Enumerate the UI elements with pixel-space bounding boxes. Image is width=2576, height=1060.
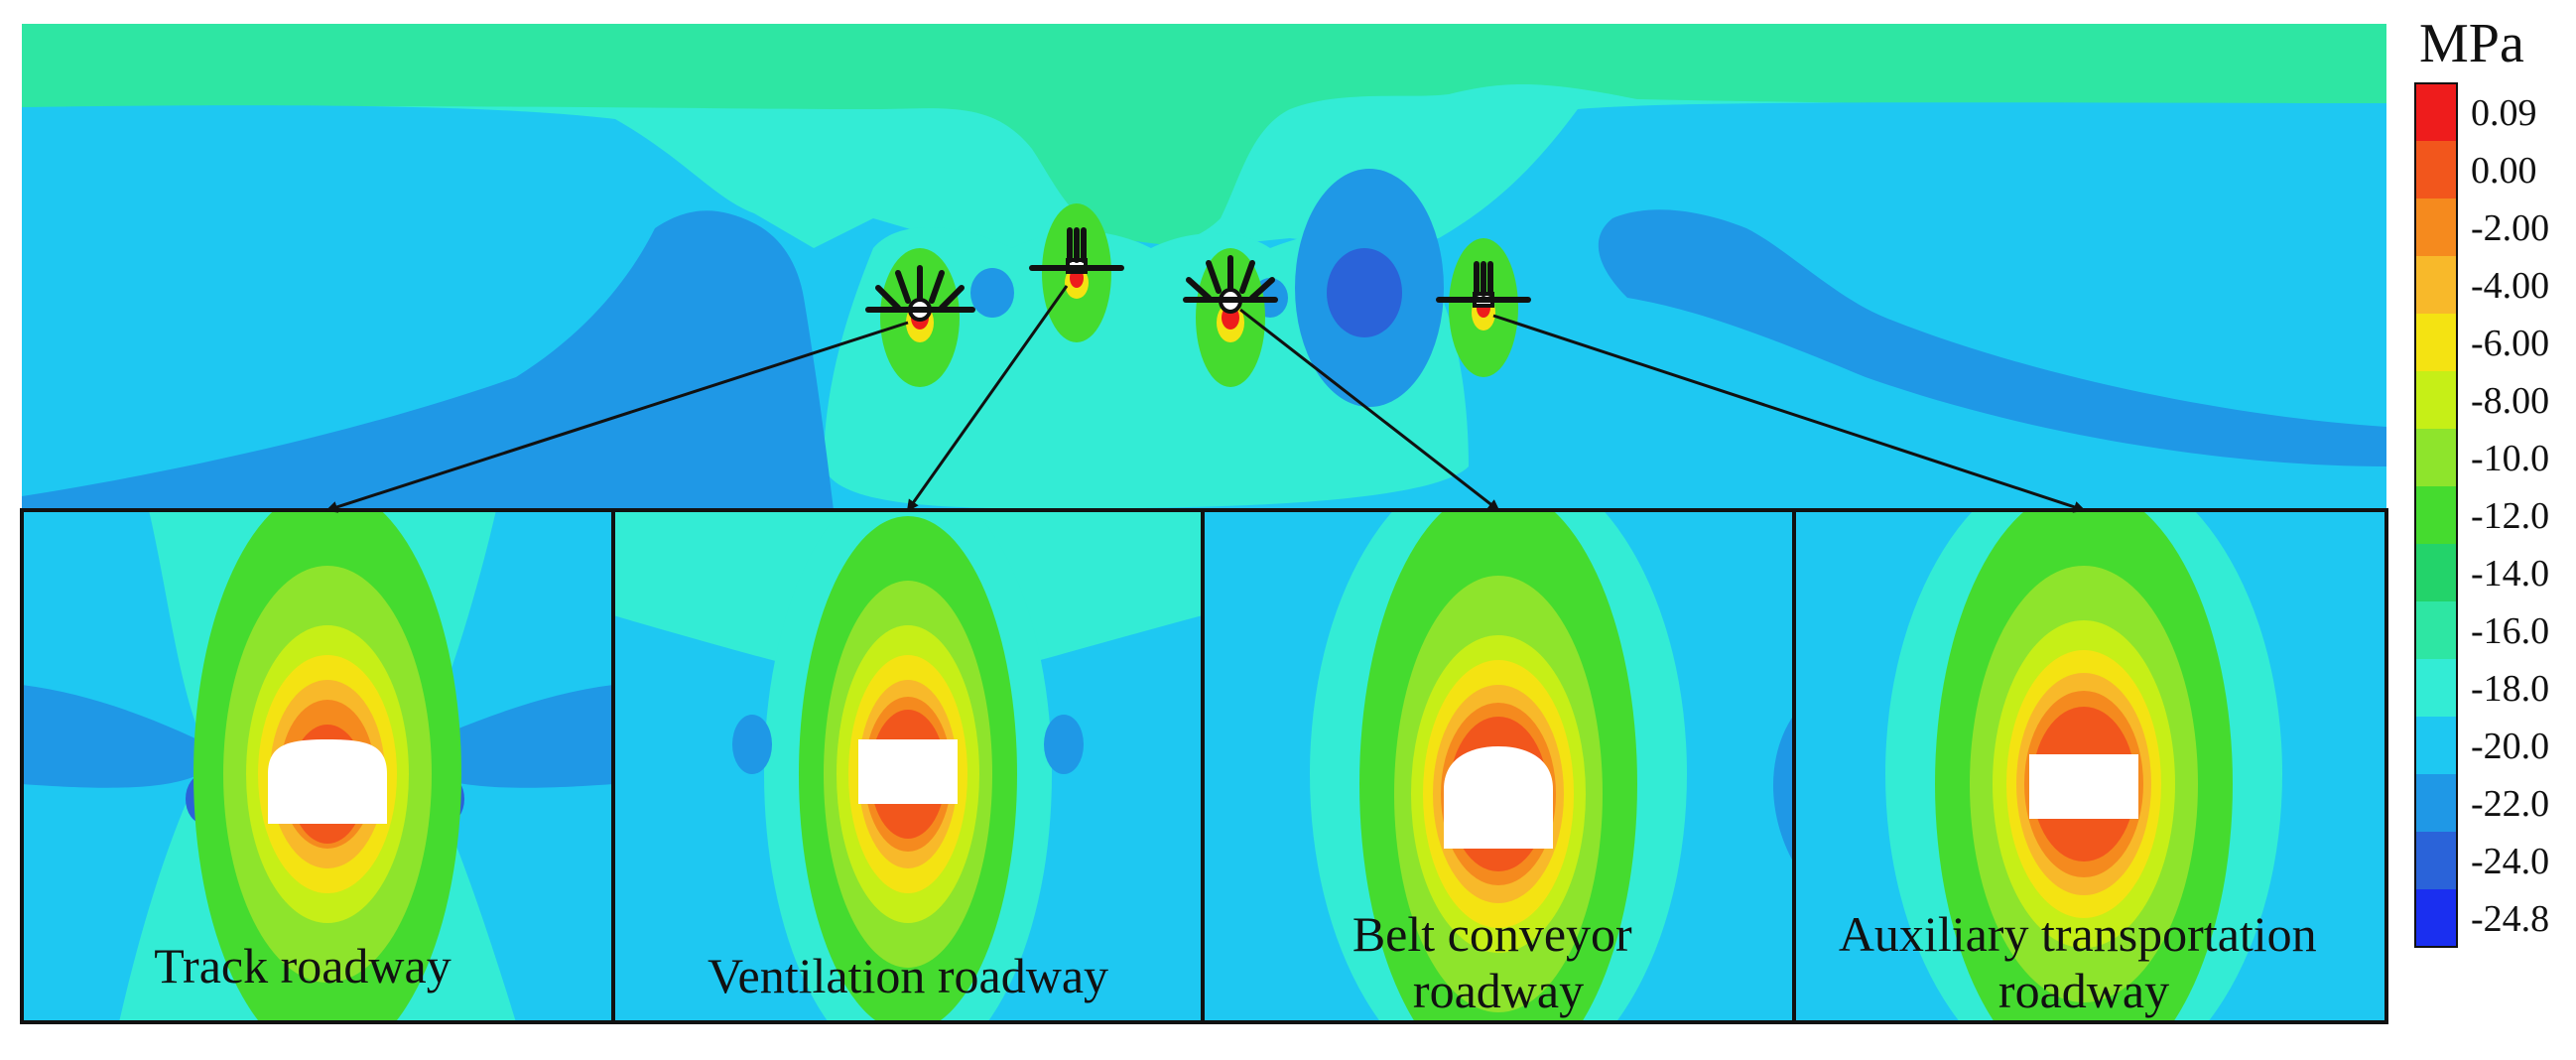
legend-tick-label: -10.0 [2471,438,2549,479]
legend-tick-label: -18.0 [2471,668,2549,710]
legend-tick-label: -16.0 [2471,610,2549,652]
label-track: Track roadway [154,938,451,994]
ventilation-roadway-marker [1029,227,1124,299]
label-belt-conveyor: Belt conveyor roadway [1352,906,1644,1018]
label-belt-conveyor-line-2: roadway [1413,963,1584,1018]
legend-tick-label: -2.00 [2471,207,2549,249]
detail-panel-belt-conveyor [1203,510,1794,1022]
legend-swatch [2415,314,2457,372]
arrow-belt-conveyor [1239,308,1500,512]
detail-panel-track [22,510,613,1022]
legend-tick-label: -22.0 [2471,783,2549,825]
legend-swatch [2415,486,2457,545]
legend-swatch [2415,544,2457,602]
legend-swatch [2415,659,2457,718]
legend-tick-label: -14.0 [2471,553,2549,595]
auxiliary-transportation-roadway-marker [1436,261,1531,331]
label-auxiliary-transportation: Auxiliary transportation roadway [1839,906,2329,1018]
detail-panel-ventilation [613,510,1203,1022]
label-ventilation: Ventilation roadway [708,948,1108,1003]
legend-frame [2414,82,2458,948]
legend-swatch [2415,601,2457,660]
label-ventilation-line-1: Ventilation roadway [708,948,1108,1003]
legend-swatch [2415,774,2457,833]
label-auxiliary-transportation-line-1: Auxiliary transportation [1839,906,2317,962]
panel-frames [20,508,2388,1024]
legend-swatch [2415,717,2457,775]
panel-labels: Track roadway Ventilation roadway Belt c… [154,906,2329,1018]
legend-ticks: 0.09 0.00 -2.00 -4.00 -6.00 -8.00 -10.0 -12.0 -1… [2471,92,2549,940]
legend-tick-label: -4.00 [2471,265,2549,307]
belt-conveyor-roadway-marker [1183,255,1278,342]
legend-tick-label: -12.0 [2471,495,2549,537]
legend-tick-label: -6.00 [2471,323,2549,364]
legend-swatch [2415,429,2457,487]
legend-swatch [2415,83,2457,142]
legend-swatch [2415,889,2457,948]
label-track-line-1: Track roadway [154,938,451,994]
track-roadway-marker [865,265,975,342]
legend-tick-label: -24.8 [2471,898,2549,940]
legend-tick-label: -8.00 [2471,380,2549,422]
legend-swatches [2414,82,2458,948]
legend-swatch [2415,256,2457,315]
legend-swatch [2415,141,2457,199]
legend-tick-label: -24.0 [2471,841,2549,882]
arrow-auxiliary-transportation [1492,314,2086,513]
legend-tick-label: -20.0 [2471,726,2549,767]
detail-panel-auxiliary-transportation [1794,510,2386,1022]
label-auxiliary-transportation-line-2: roadway [1998,963,2169,1018]
legend-tick-label: 0.00 [2471,150,2537,192]
arrow-track [325,321,909,513]
overview-contour-plot [22,24,2386,510]
label-belt-conveyor-line-1: Belt conveyor [1352,906,1632,962]
legend-swatch [2415,199,2457,257]
zoom-arrows [325,285,2086,513]
legend-swatch [2415,371,2457,430]
legend-unit: MPa [2419,13,2524,74]
color-legend: MPa 0.09 0.00 -2.00 -4.00 -6.00 -8.00 -10.0 -12… [2414,13,2549,948]
legend-tick-label: 0.09 [2471,92,2537,134]
arrow-ventilation [906,285,1069,512]
legend-swatch [2415,832,2457,890]
